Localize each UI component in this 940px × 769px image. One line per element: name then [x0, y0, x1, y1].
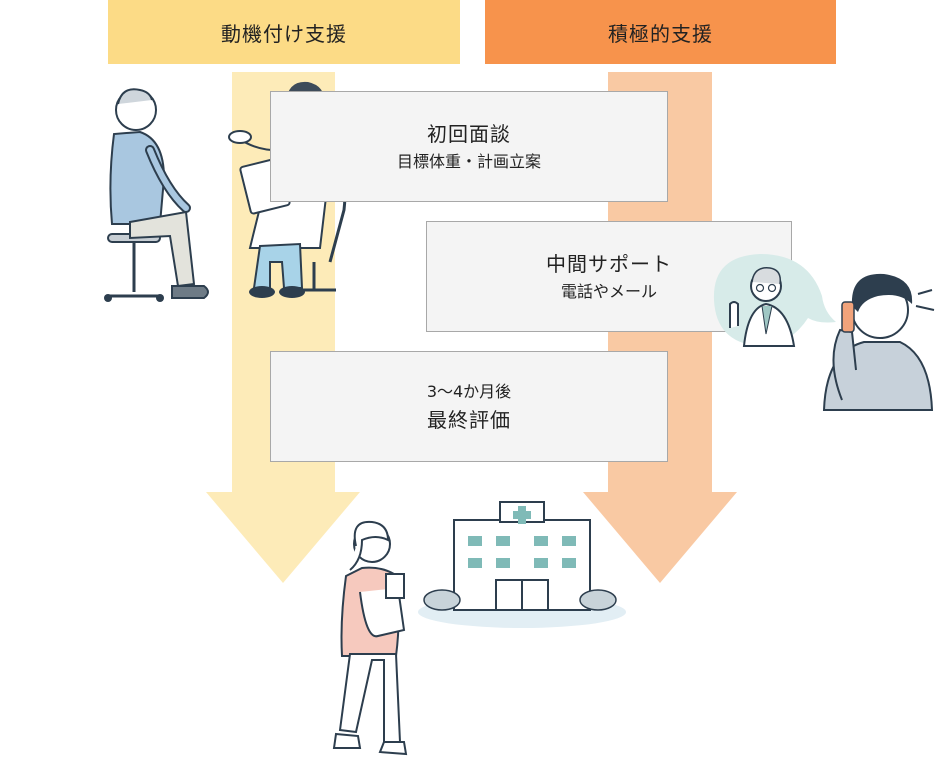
patient-figure: [104, 88, 209, 302]
active-support-label: 積極的支援: [608, 21, 713, 46]
motivational-support-label: 動機付け支援: [221, 21, 347, 46]
step-title: 中間サポート: [546, 251, 672, 276]
step-caption: 3〜4か月後: [426, 381, 512, 401]
motivational-support-header: 動機付け支援: [108, 0, 460, 64]
step-title: 最終評価: [427, 407, 511, 432]
walking-woman: [332, 520, 408, 756]
step-initial-interview: 初回面談 目標体重・計画立案: [270, 91, 668, 202]
step-subtitle: 目標体重・計画立案: [396, 151, 541, 171]
hospital-icon: [418, 501, 626, 628]
step-final-evaluation: 3〜4か月後 最終評価: [270, 351, 668, 462]
man-on-phone: [822, 273, 935, 411]
step-title: 初回面談: [427, 121, 511, 146]
doctor-bubble: [713, 254, 836, 347]
step-subtitle: 電話やメール: [560, 281, 657, 301]
active-support-header: 積極的支援: [485, 0, 836, 64]
